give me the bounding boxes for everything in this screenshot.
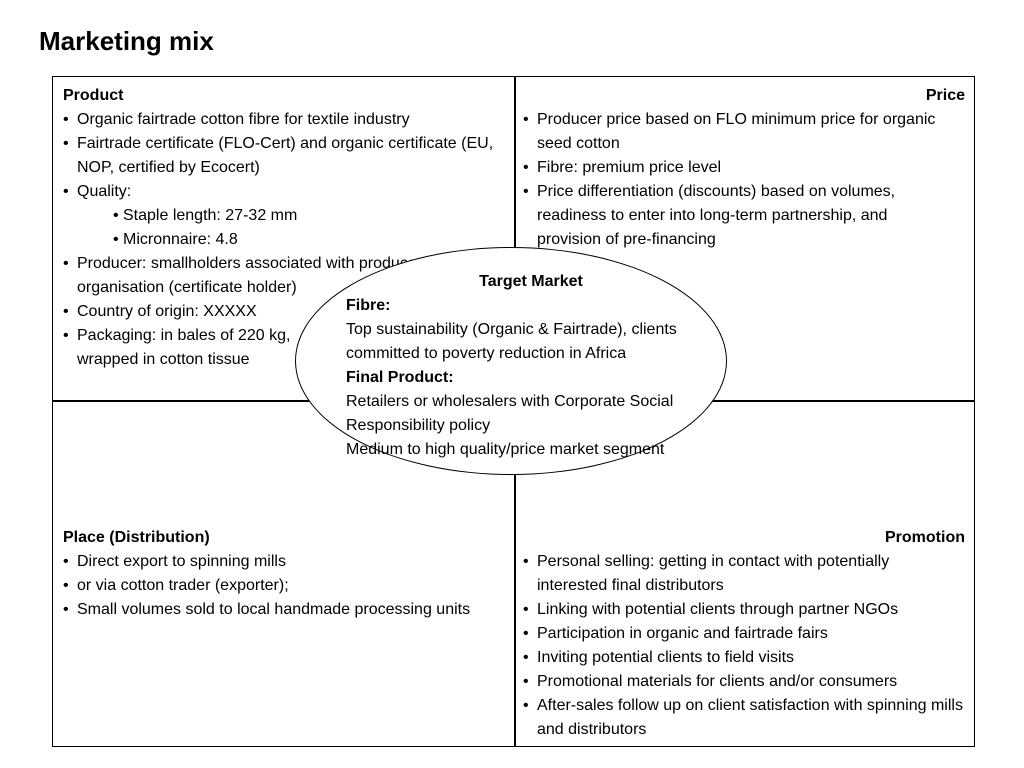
page-title: Marketing mix: [39, 26, 214, 56]
fibre-text: Top sustainability (Organic & Fairtrade)…: [346, 321, 677, 362]
final-product-heading: Final Product:: [346, 369, 454, 386]
list-item: Linking with potential clients through p…: [523, 598, 965, 622]
list-item: Direct export to spinning mills: [63, 550, 503, 574]
final-product-text: Retailers or wholesalers with Corporate …: [346, 393, 674, 434]
sub-list-item: Staple length: 27-32 mm: [63, 204, 503, 228]
sub-list-item: Micronnaire: 4.8: [63, 228, 503, 252]
list-item: Fibre: premium price level: [523, 156, 965, 180]
list-item: Quality:: [63, 180, 503, 204]
price-quadrant: Price Producer price based on FLO minimu…: [523, 84, 965, 252]
product-heading: Product: [63, 87, 124, 104]
final-product-segment: Medium to high quality/price market segm…: [346, 441, 665, 458]
promotion-heading: Promotion: [885, 529, 965, 546]
list-item: Producer price based on FLO minimum pric…: [523, 108, 965, 156]
place-quadrant: Place (Distribution) Direct export to sp…: [63, 526, 503, 622]
list-item: or via cotton trader (exporter);: [63, 574, 503, 598]
list-item: Producer: smallholders associated with p…: [63, 252, 503, 300]
price-list: Producer price based on FLO minimum pric…: [523, 108, 965, 252]
fibre-heading: Fibre:: [346, 297, 391, 314]
list-item: Fairtrade certificate (FLO-Cert) and org…: [63, 132, 503, 180]
target-market-content: Target Market Fibre: Top sustainability …: [346, 270, 716, 462]
target-market-ellipse: [295, 247, 727, 475]
promotion-quadrant: Promotion Personal selling: getting in c…: [523, 526, 965, 742]
list-item: Inviting potential clients to field visi…: [523, 646, 965, 670]
list-item: Packaging: in bales of 220 kg, wrapped i…: [63, 324, 503, 372]
list-item: Small volumes sold to local handmade pro…: [63, 598, 503, 622]
list-item: Promotional materials for clients and/or…: [523, 670, 965, 694]
list-item: Price differentiation (discounts) based …: [523, 180, 965, 252]
target-market-title: Target Market: [479, 273, 583, 290]
price-heading: Price: [925, 87, 965, 104]
place-list: Direct export to spinning mills or via c…: [63, 550, 503, 622]
promotion-list: Personal selling: getting in contact wit…: [523, 550, 965, 742]
product-quadrant: Product Organic fairtrade cotton fibre f…: [63, 84, 503, 372]
product-list: Organic fairtrade cotton fibre for texti…: [63, 108, 503, 372]
list-item: Organic fairtrade cotton fibre for texti…: [63, 108, 503, 132]
list-item: Personal selling: getting in contact wit…: [523, 550, 965, 598]
list-item: Participation in organic and fairtrade f…: [523, 622, 965, 646]
place-heading: Place (Distribution): [63, 529, 210, 546]
list-item: After-sales follow up on client satisfac…: [523, 694, 965, 742]
marketing-mix-grid: Product Organic fairtrade cotton fibre f…: [52, 76, 975, 747]
list-item: Country of origin: XXXXX: [63, 300, 503, 324]
